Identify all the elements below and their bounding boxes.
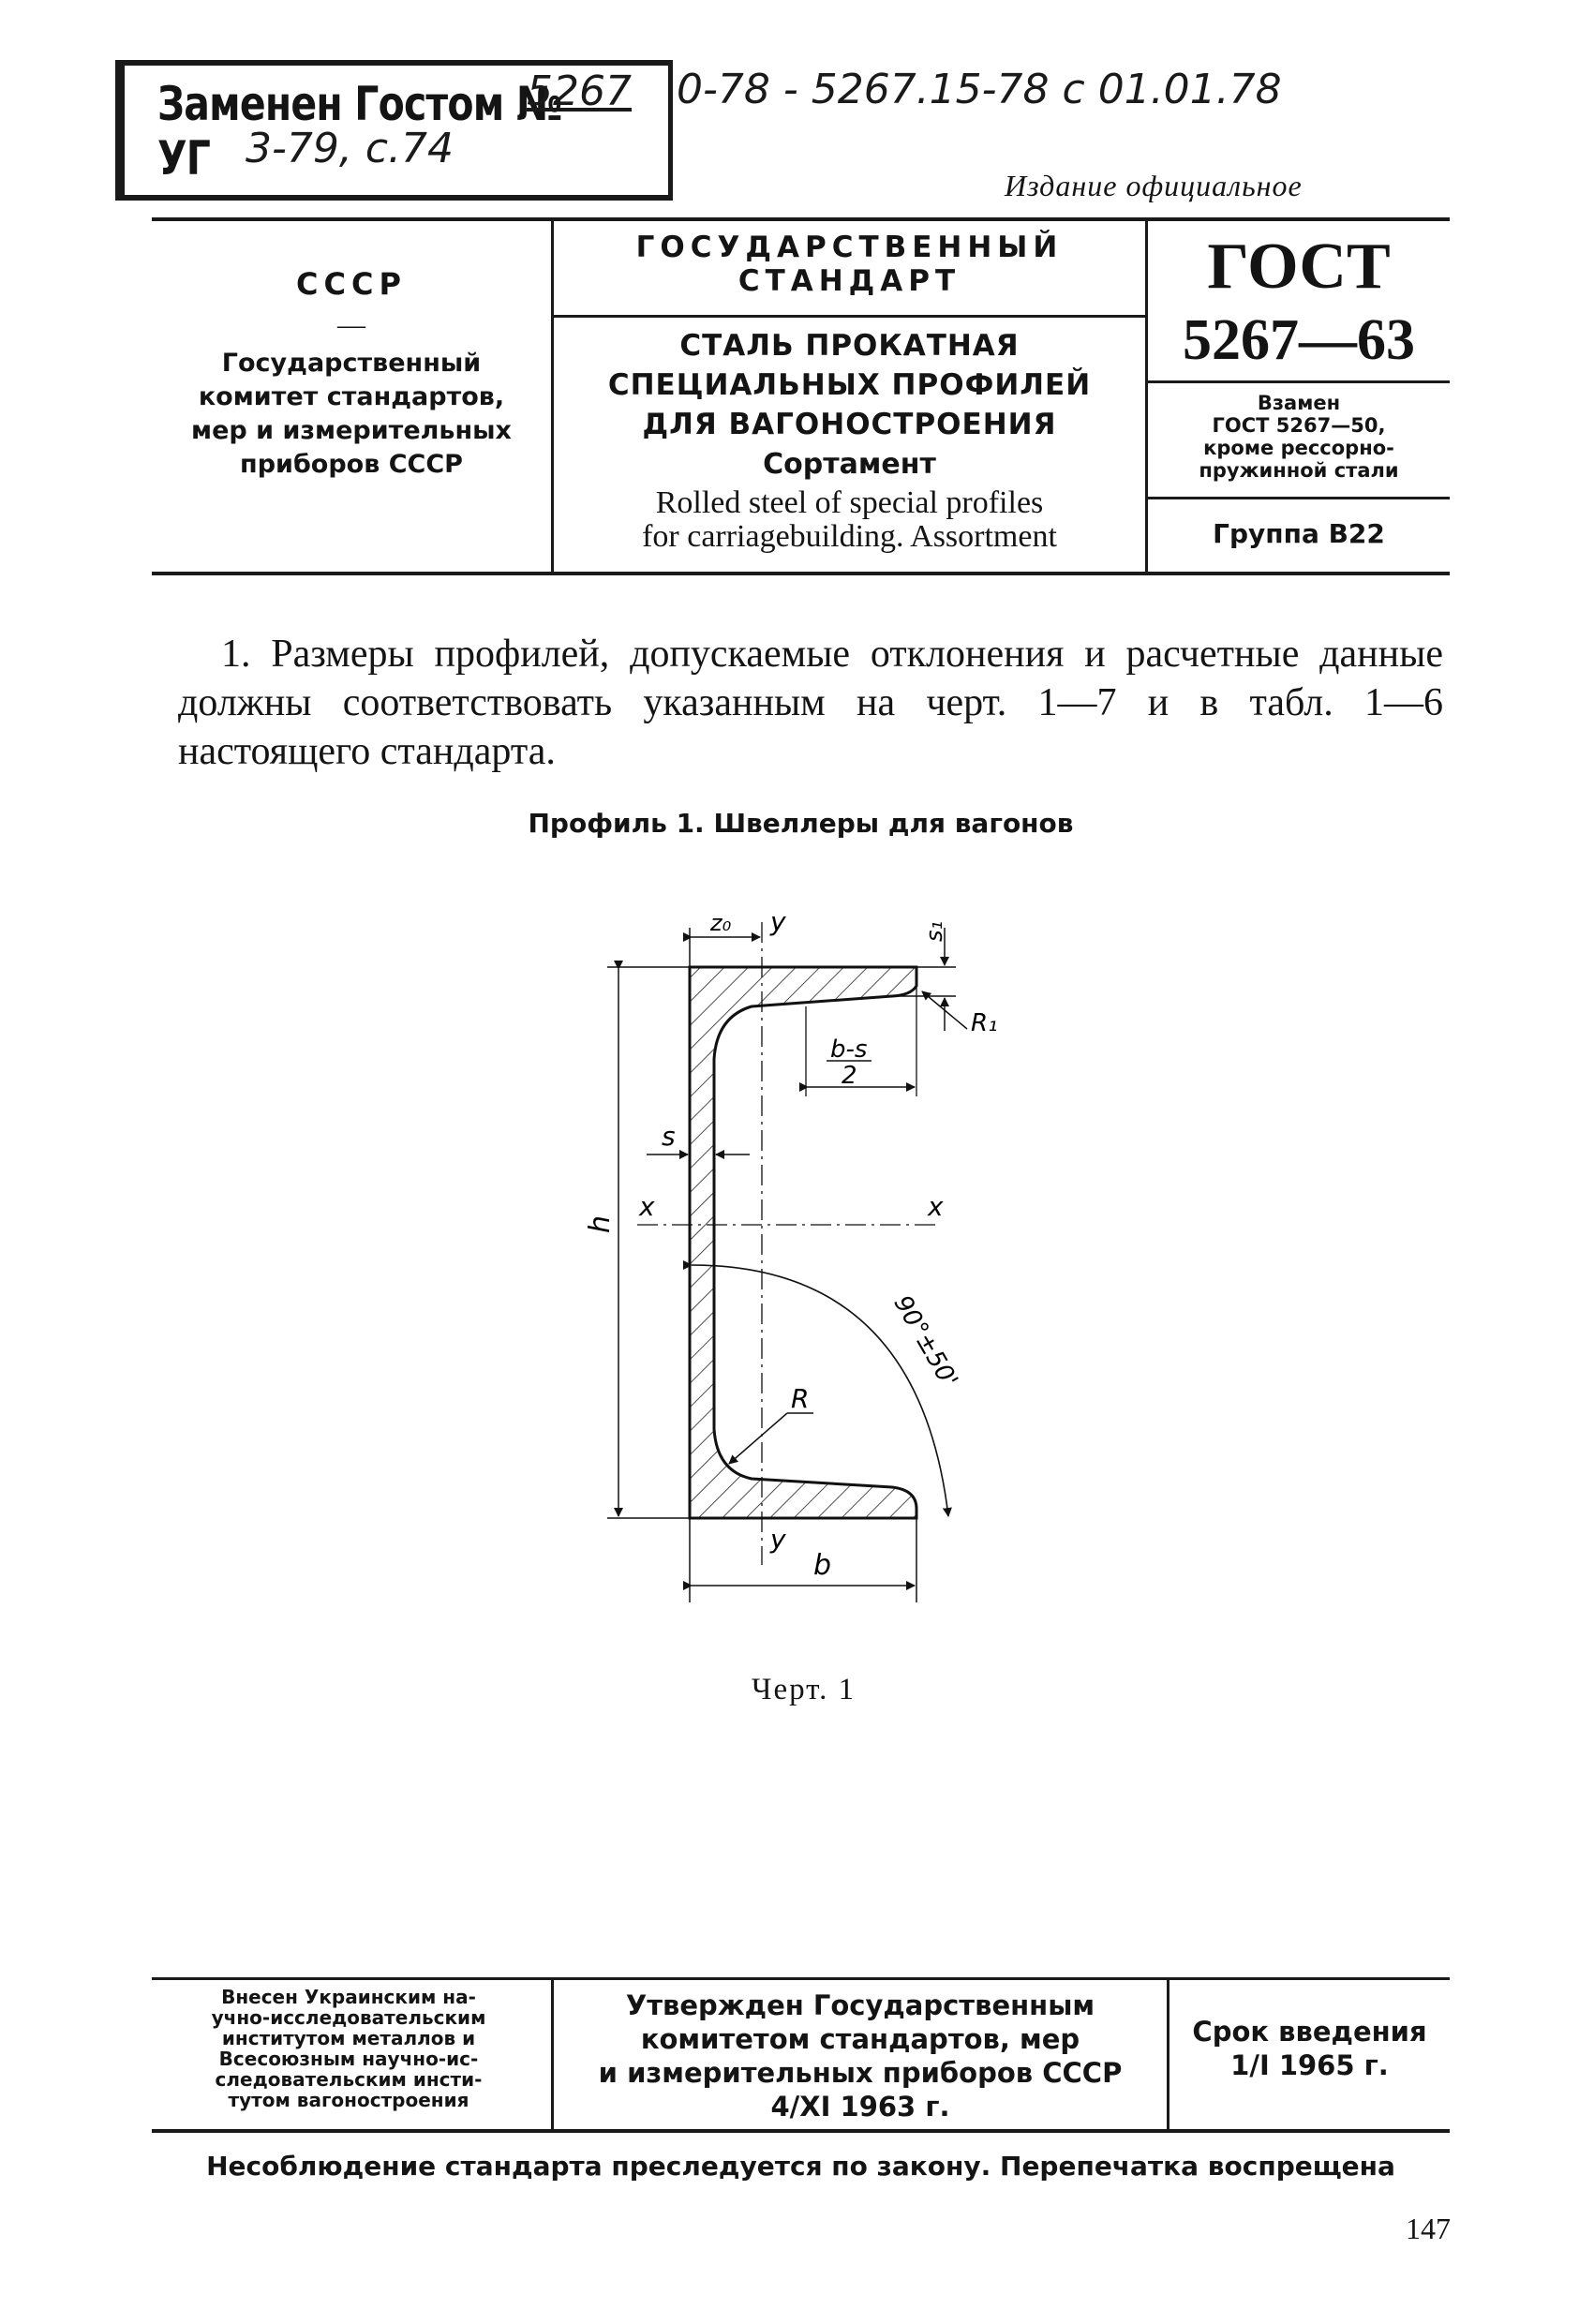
title-ru-line-3: ДЛЯ ВАГОНОСТРОЕНИЯ [642, 408, 1057, 441]
label-angle: 90°±50' [888, 1291, 963, 1393]
paragraph-1: 1. Размеры профилей, допускаемые отклоне… [178, 633, 1443, 773]
footer-divider-left [551, 1979, 554, 2129]
country-dash: — [337, 309, 365, 340]
label-b-minus-s: b-s [830, 1035, 867, 1064]
gost-id-block: ГОСТ 5267—63 [1148, 234, 1450, 374]
approved-line-2: комитетом стандартов, мер [640, 2023, 1080, 2055]
gost-number: 5267—63 [1183, 308, 1415, 372]
label-y-bottom: y [769, 1524, 786, 1555]
header-bottom-rule [152, 572, 1450, 575]
channel-profile-drawing: z₀ y s₁ R₁ b-s 2 s h x x 90°±50' R y b [584, 906, 998, 1602]
approved-line-4: 4/XI 1963 г. [770, 2091, 950, 2123]
stamp-printed-line2: УГ [157, 131, 211, 186]
state-standard-line-1: ГОСУДАРСТВЕННЫЙ [635, 231, 1064, 264]
state-standard-line-2: СТАНДАРТ [737, 264, 961, 298]
label-x-left: x [638, 1191, 655, 1222]
header-right-rule2 [1148, 497, 1450, 499]
header-divider-right [1145, 221, 1148, 572]
effective-line-1: Срок введения [1192, 2016, 1427, 2048]
label-r: R [791, 1383, 809, 1414]
title-en-line-1: Rolled steel of special profiles [655, 485, 1044, 520]
legal-notice: Несоблюдение стандарта преследуется по з… [206, 2151, 1395, 2182]
label-b: b [813, 1549, 831, 1582]
introduced-line-6: тутом вагоностроения [228, 2089, 469, 2111]
footer-top-rule [152, 1977, 1450, 1980]
approved-line-1: Утвержден Государственным [625, 1989, 1095, 2021]
subtitle-ru: Сортамент [763, 448, 936, 481]
stamp-handwritten-number: 5267 [527, 67, 632, 115]
footer-bottom-rule [152, 2129, 1450, 2133]
header-middle-rule [554, 315, 1145, 318]
footer-introduced: Внесен Украинским на- учно-исследователь… [152, 1987, 545, 2110]
label-r1: R₁ [971, 1009, 998, 1037]
gost-label: ГОСТ [1207, 231, 1391, 303]
introduced-line-2: учно-исследовательским [211, 2006, 486, 2029]
replaces-line-1: Взамен [1257, 392, 1341, 414]
footer-approved: Утвержден Государственным комитетом стан… [554, 1989, 1167, 2123]
standard-title-block: СТАЛЬ ПРОКАТНАЯ СПЕЦИАЛЬНЫХ ПРОФИЛЕЙ ДЛЯ… [554, 326, 1145, 554]
committee-line-2: комитет стандартов, [198, 382, 505, 411]
stamp-handwritten-rest: 0-78 - 5267.15-78 с 01.01.78 [677, 66, 1282, 113]
replaces-block: Взамен ГОСТ 5267—50, кроме рессорно- пру… [1148, 392, 1450, 482]
header-top-rule [152, 217, 1450, 221]
group-label: Группа В22 [1213, 518, 1385, 549]
title-ru-line-1: СТАЛЬ ПРОКАТНАЯ [679, 329, 1020, 363]
introduced-line-3: институтом металлов и [221, 2027, 476, 2049]
replaces-line-3: кроме рессорно- [1203, 437, 1394, 459]
edition-label: Издание официальное [1005, 169, 1303, 202]
committee-line-1: Государственный [221, 349, 482, 378]
label-h: h [584, 1215, 617, 1233]
label-x-right: x [927, 1191, 944, 1222]
header-right-rule1 [1148, 380, 1450, 383]
title-ru-line-2: СПЕЦИАЛЬНЫХ ПРОФИЛЕЙ [607, 368, 1092, 402]
page-number: 147 [1406, 2212, 1451, 2245]
label-s: s [662, 1121, 676, 1152]
committee-line-4: приборов СССР [240, 450, 463, 479]
header-left-column: СССР — Государственный комитет стандарто… [152, 266, 551, 482]
label-two: 2 [842, 1062, 857, 1090]
replaces-line-2: ГОСТ 5267—50, [1212, 414, 1386, 437]
footer-divider-right [1167, 1979, 1169, 2129]
replaces-line-4: пружинной стали [1199, 459, 1399, 482]
stamp-handwritten-line2: 3-79, с.74 [246, 125, 454, 172]
approved-line-3: и измерительных приборов СССР [598, 2057, 1123, 2089]
header-divider-left [551, 221, 554, 572]
label-y-top: y [769, 906, 786, 937]
effective-line-2: 1/I 1965 г. [1230, 2049, 1389, 2081]
introduced-line-5: следовательским инсти- [215, 2068, 483, 2091]
drawing-number: Черт. 1 [752, 1673, 857, 1706]
label-z0: z₀ [709, 910, 732, 936]
committee-line-3: мер и измерительных [191, 416, 512, 445]
figure-caption: Профиль 1. Швеллеры для вагонов [528, 808, 1074, 839]
channel-section-shape [688, 965, 918, 1520]
introduced-line-1: Внесен Украинским на- [221, 1986, 476, 2008]
footer-effective: Срок введения 1/I 1965 г. [1169, 2015, 1450, 2082]
introduced-line-4: Всесоюзным научно-ис- [218, 2048, 479, 2070]
title-en-line-2: for carriagebuilding. Assortment [642, 519, 1057, 554]
label-s1: s₁ [921, 921, 947, 942]
country-label: СССР [296, 266, 407, 302]
state-standard-heading: ГОСУДАРСТВЕННЫЙ СТАНДАРТ [554, 231, 1145, 298]
stamp-printed-line1: Заменен Гостом № [157, 77, 562, 131]
stamp-bar [115, 60, 125, 201]
